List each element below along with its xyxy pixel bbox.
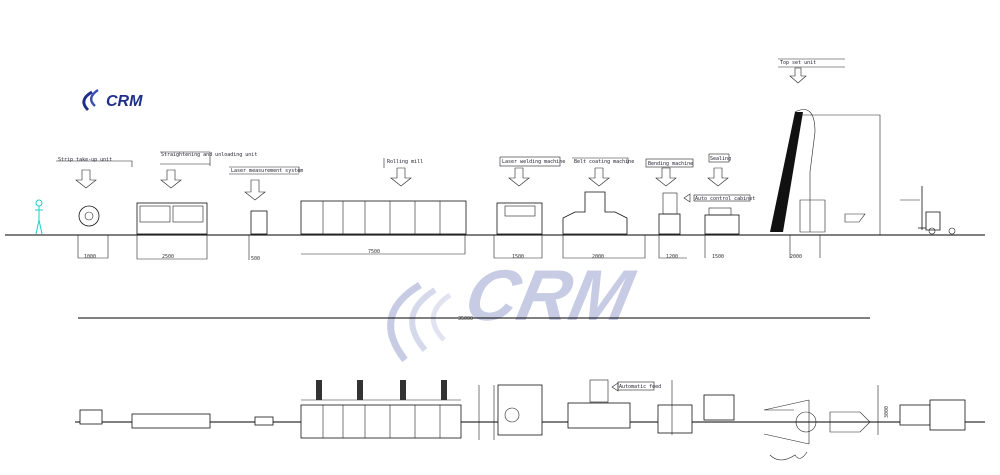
station-dimension: 7500 [368, 249, 380, 255]
station-label: Strip take-up unit [58, 157, 112, 163]
station-5: Laser welding machine 1500 [493, 156, 565, 260]
watermark-text: CRM [459, 256, 641, 336]
station-dimension: 2000 [592, 254, 604, 260]
station-label: Top set unit [780, 60, 816, 66]
width-dimension: 3000 [884, 406, 890, 418]
down-arrow-icon [508, 167, 530, 187]
station-dimension: 1000 [84, 254, 96, 260]
station-3: Laser measurement system 500 [229, 166, 303, 262]
station-2: Straightening and unloading unit 2500 [136, 151, 257, 260]
down-arrow-icon [655, 167, 677, 187]
plan-label: Automatic feed [619, 384, 661, 390]
down-arrow-icon [390, 167, 412, 187]
forklift [900, 186, 956, 235]
down-arrow-icon [789, 67, 807, 84]
station-1: Strip take-up unit 1000 [56, 157, 133, 260]
crm-watermark: CRM [387, 256, 641, 363]
total-length: 35000 [458, 316, 473, 322]
station-label: Laser measurement system [231, 168, 303, 174]
down-arrow-icon [75, 169, 97, 189]
station-label: Laser welding machine [502, 159, 565, 165]
station-9: Top set unit 2000 [770, 58, 881, 260]
down-arrow-icon [160, 169, 182, 189]
station-label: Bending machine [648, 161, 693, 167]
station-dimension: 1200 [666, 254, 678, 260]
plan-view: Automatic feed 3000 [79, 379, 966, 461]
station-dimension: 500 [251, 256, 260, 262]
station-7: Bending machine Auto control cabinet 120… [645, 158, 755, 260]
down-arrow-icon [588, 167, 610, 187]
station-label: Rolling mill [387, 159, 423, 165]
side-label: Auto control cabinet [695, 196, 755, 202]
station-6: Belt coating machine 2000 [562, 157, 646, 260]
station-dimension: 2000 [790, 254, 802, 260]
station-label: Sealing [710, 156, 731, 162]
down-arrow-icon [707, 167, 729, 187]
station-dimension: 1500 [512, 254, 524, 260]
station-dimension: 2500 [162, 254, 174, 260]
crm-logo: CRM [82, 88, 143, 112]
station-8: Sealing 1500 [704, 153, 740, 260]
station-label: Belt coating machine [574, 159, 634, 165]
logo-text: CRM [106, 93, 143, 110]
station-dimension: 1500 [712, 254, 724, 260]
down-arrow-icon [244, 179, 266, 201]
station-label: Straightening and unloading unit [161, 152, 257, 158]
station-4: Rolling mill 7500 [300, 158, 467, 255]
operator-figure [35, 199, 43, 235]
